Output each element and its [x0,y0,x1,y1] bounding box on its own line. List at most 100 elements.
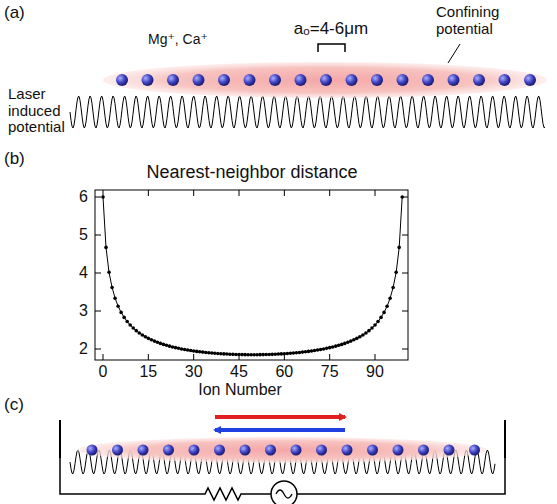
point [328,346,332,350]
point [131,326,135,330]
point [177,347,181,351]
point [195,350,199,354]
spacing-bracket [318,44,345,52]
point [367,329,371,333]
point [128,323,132,327]
wire [297,440,505,494]
point [379,316,383,320]
point [113,296,117,300]
point [361,333,365,337]
ion [265,445,276,456]
x-tick-label: 90 [366,363,384,381]
point [186,348,190,352]
point [119,311,123,315]
tick [95,349,101,350]
ion [316,445,327,456]
point [385,304,389,308]
ion [291,445,302,456]
point [122,316,126,320]
point [313,349,317,353]
point [110,286,114,290]
tick [148,190,149,196]
ion [112,445,123,456]
point [168,344,172,348]
tick [95,197,101,198]
point [192,349,196,353]
point [174,346,178,350]
point [307,350,311,354]
ion [422,74,434,86]
point [171,345,175,349]
ion [342,445,353,456]
ion [499,74,511,86]
tick [402,311,408,312]
ion [320,74,332,86]
confining-potential [103,62,547,98]
x-tick-label: 60 [275,363,293,381]
ion [218,74,230,86]
point [107,270,111,274]
y-tick-label: 6 [79,188,88,206]
x-tick-label: 75 [321,363,339,381]
tick [103,354,104,360]
ion [469,445,480,456]
ion [473,74,485,86]
tick [402,273,408,274]
point [304,350,308,354]
point [183,348,187,352]
point [331,345,335,349]
point [189,349,193,353]
point [394,270,398,274]
potential-label: Laser induced potential [8,86,68,136]
ion [193,74,205,86]
point [137,331,141,335]
potential-label: Confining potential [436,4,536,37]
ion [240,445,251,456]
y-tick-label: 4 [79,264,88,282]
ion-chain [87,445,481,456]
point [116,304,120,308]
tick [148,354,149,360]
point [397,246,401,250]
ion [444,445,455,456]
ion [367,445,378,456]
ion [138,445,149,456]
ion [163,445,174,456]
tick [193,190,194,196]
wave-stroke [70,96,545,128]
ion [116,74,128,86]
point [104,246,108,250]
ion [448,74,460,86]
leader-line [448,44,460,63]
ion [418,445,429,456]
panel-label: (c) [4,396,24,415]
ion [371,74,383,86]
point [391,286,395,290]
point [382,311,386,315]
point [334,344,338,348]
tick [402,235,408,236]
ion [142,74,154,86]
ion [397,74,409,86]
tick [402,349,408,350]
laser-potential [70,96,545,128]
confining-potential [77,437,487,463]
x-tick-label: 0 [99,363,108,381]
ion [295,74,307,86]
ac-source-symbol [271,481,297,504]
plot-title: Nearest-neighbor distance [146,163,357,183]
point [373,323,377,327]
point [376,320,380,324]
plot-frame [95,190,408,360]
x-tick-label: 15 [139,363,157,381]
axis-title: Ion Number [198,381,282,399]
point [319,348,323,352]
point [358,335,362,339]
tick [284,190,285,196]
panel-label: (b) [4,150,25,169]
red-arrow [215,415,345,419]
ion [346,74,358,86]
tick [375,354,376,360]
point [134,329,138,333]
spacing-label: aₒ=4-6μm [294,20,368,39]
